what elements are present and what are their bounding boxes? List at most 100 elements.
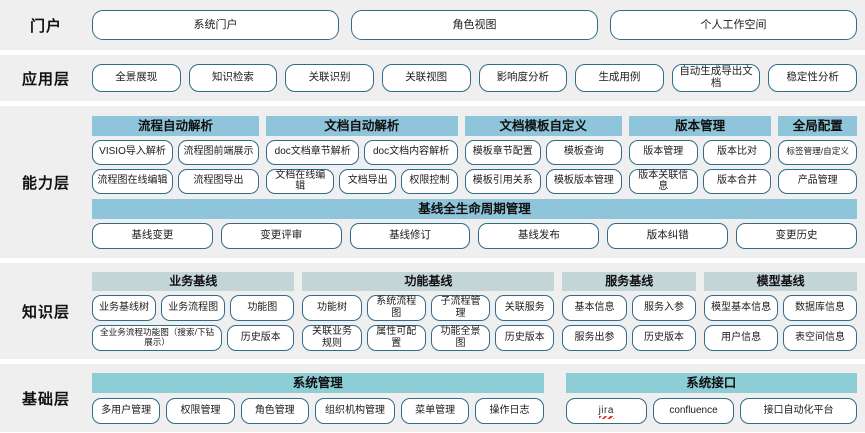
know-3-1-1[interactable]: 表空间信息	[783, 324, 858, 351]
base-0-0[interactable]: 多用户管理	[92, 397, 161, 424]
knowledge-group-title-2: 服务基线	[562, 271, 697, 291]
cap-3-0-1[interactable]: 版本比对	[702, 139, 772, 165]
app-item-5[interactable]: 生成用例	[575, 64, 664, 92]
app-item-3[interactable]: 关联视图	[381, 64, 471, 92]
knowledge-group-list: 业务基线 业务基线树 业务流程图 功能图 全业务流程功能图（搜索/下钻展示） 历…	[92, 271, 858, 351]
portal-item-list: 系统门户 角色视图 个人工作空间	[92, 10, 857, 40]
know-1-0-3[interactable]: 关联服务	[495, 294, 555, 321]
know-1-0-1[interactable]: 系统流程图	[366, 294, 426, 321]
layer-label-capability: 能力层	[21, 174, 70, 192]
know-0-0-2[interactable]: 功能图	[230, 294, 295, 321]
cap-3-0-0[interactable]: 版本管理	[628, 139, 698, 165]
app-item-1[interactable]: 知识检索	[188, 64, 278, 92]
baseline-item-0[interactable]: 基线变更	[92, 222, 213, 249]
cap-1-0-1[interactable]: doc文档内容解析	[364, 139, 458, 165]
baseline-lifecycle-title: 基线全生命周期管理	[92, 198, 857, 219]
layer-application: 应用层 全景展现 知识检索 关联识别 关联视图 影响度分析 生成用例 自动生成导…	[0, 55, 865, 101]
knowledge-group-function: 功能基线 功能树 系统流程图 子流程管理 关联服务 关联业务规则 属性可配置 功…	[302, 271, 555, 351]
capability-group-title-3: 版本管理	[628, 115, 772, 136]
app-item-0[interactable]: 全景展现	[92, 64, 181, 92]
cap-2-0-0[interactable]: 模板章节配置	[464, 139, 541, 165]
base-0-5[interactable]: 操作日志	[475, 397, 544, 424]
cap-0-1-1[interactable]: 流程图导出	[178, 168, 260, 194]
know-0-1-1[interactable]: 历史版本	[227, 324, 295, 351]
capability-group-doc-template: 文档模板自定义 模板章节配置 模板查询 模板引用关系 模板版本管理	[464, 115, 622, 194]
knowledge-group-model: 模型基线 模型基本信息 数据库信息 用户信息 表空间信息	[704, 271, 858, 351]
app-item-7[interactable]: 稳定性分析	[768, 64, 857, 92]
base-0-2[interactable]: 角色管理	[240, 397, 309, 424]
baseline-item-2[interactable]: 基线修订	[349, 222, 471, 249]
capability-group-version: 版本管理 版本管理 版本比对 版本关联信息 版本合并	[628, 115, 772, 194]
capability-group-title-2: 文档模板自定义	[464, 115, 622, 136]
base-0-1[interactable]: 权限管理	[166, 397, 235, 424]
layer-label-foundation: 基础层	[21, 390, 70, 408]
know-0-0-0[interactable]: 业务基线树	[92, 294, 157, 321]
know-2-1-0[interactable]: 服务出参	[562, 324, 627, 351]
cap-4-0-0[interactable]: 标签管理/自定义	[778, 139, 857, 165]
baseline-lifecycle-list: 基线变更 变更评审 基线修订 基线发布 版本纠错 变更历史	[92, 222, 857, 249]
baseline-item-1[interactable]: 变更评审	[220, 222, 342, 249]
base-0-3[interactable]: 组织机构管理	[314, 397, 395, 424]
portal-item-role-view[interactable]: 角色视图	[351, 10, 598, 40]
portal-item-workspace[interactable]: 个人工作空间	[610, 10, 857, 40]
cap-1-0-0[interactable]: doc文档章节解析	[266, 139, 360, 165]
application-item-list: 全景展现 知识检索 关联识别 关联视图 影响度分析 生成用例 自动生成导出文档 …	[92, 64, 857, 92]
capability-group-title-0: 流程自动解析	[92, 115, 260, 136]
cap-1-1-1[interactable]: 文档导出	[339, 168, 397, 194]
layer-foundation: 基础层 系统管理 多用户管理 权限管理 角色管理 组织机构管理 菜单管理 操作日…	[0, 364, 865, 432]
baseline-item-3[interactable]: 基线发布	[478, 222, 600, 249]
cap-2-0-1[interactable]: 模板查询	[545, 139, 622, 165]
jira-label: jira	[598, 404, 615, 420]
know-1-1-0[interactable]: 关联业务规则	[302, 324, 362, 351]
capability-group-list: 流程自动解析 VISIO导入解析 流程图前端展示 流程图在线编辑 流程图导出	[92, 115, 857, 194]
know-0-1-0[interactable]: 全业务流程功能图（搜索/下钻展示）	[92, 324, 223, 351]
knowledge-group-service: 服务基线 基本信息 服务入参 服务出参 历史版本	[562, 271, 697, 351]
portal-item-system[interactable]: 系统门户	[92, 10, 339, 40]
cap-3-1-1[interactable]: 版本合并	[702, 168, 772, 194]
cap-1-1-0[interactable]: 文档在线编辑	[266, 168, 335, 194]
cap-0-0-1[interactable]: 流程图前端展示	[178, 139, 260, 165]
know-3-1-0[interactable]: 用户信息	[704, 324, 779, 351]
layer-capability: 能力层 流程自动解析 VISIO导入解析 流程图前端展示 流程图在线编辑 流程图…	[0, 106, 865, 258]
cap-0-0-0[interactable]: VISIO导入解析	[92, 139, 174, 165]
know-0-0-1[interactable]: 业务流程图	[161, 294, 226, 321]
cap-2-1-0[interactable]: 模板引用关系	[464, 168, 541, 194]
foundation-group-title-1: 系统接口	[565, 372, 857, 393]
know-1-0-0[interactable]: 功能树	[302, 294, 362, 321]
layer-label-portal: 门户	[29, 17, 62, 35]
know-1-1-3[interactable]: 历史版本	[495, 324, 555, 351]
base-1-2[interactable]: 接口自动化平台	[740, 397, 857, 424]
base-1-0[interactable]: jira	[565, 397, 647, 424]
cap-4-1-0[interactable]: 产品管理	[778, 168, 857, 194]
baseline-item-5[interactable]: 变更历史	[736, 222, 857, 249]
cap-3-1-0[interactable]: 版本关联信息	[628, 168, 698, 194]
app-item-4[interactable]: 影响度分析	[478, 64, 568, 92]
app-item-6[interactable]: 自动生成导出文档	[671, 64, 761, 92]
capability-group-title-1: 文档自动解析	[266, 115, 458, 136]
layer-label-knowledge: 知识层	[21, 303, 70, 321]
know-3-0-0[interactable]: 模型基本信息	[704, 294, 779, 321]
base-1-1[interactable]: confluence	[652, 397, 735, 424]
layer-label-application: 应用层	[21, 70, 70, 88]
layer-knowledge: 知识层 业务基线 业务基线树 业务流程图 功能图 全业务流程功能图（搜索/下钻展…	[0, 263, 865, 359]
know-3-0-1[interactable]: 数据库信息	[783, 294, 858, 321]
knowledge-group-title-3: 模型基线	[704, 271, 857, 291]
know-1-0-2[interactable]: 子流程管理	[430, 294, 491, 321]
baseline-item-4[interactable]: 版本纠错	[607, 222, 729, 249]
know-2-0-1[interactable]: 服务入参	[631, 294, 697, 321]
know-2-1-1[interactable]: 历史版本	[631, 324, 697, 351]
app-item-2[interactable]: 关联识别	[285, 64, 374, 92]
knowledge-group-title-0: 业务基线	[92, 271, 295, 291]
cap-0-1-0[interactable]: 流程图在线编辑	[92, 168, 174, 194]
cap-2-1-1[interactable]: 模板版本管理	[545, 168, 622, 194]
know-1-1-2[interactable]: 功能全景图	[430, 324, 491, 351]
foundation-group-title-0: 系统管理	[92, 372, 544, 393]
foundation-group-system-management: 系统管理 多用户管理 权限管理 角色管理 组织机构管理 菜单管理 操作日志	[92, 372, 544, 424]
base-0-4[interactable]: 菜单管理	[400, 397, 470, 424]
know-1-1-1[interactable]: 属性可配置	[366, 324, 426, 351]
knowledge-group-title-1: 功能基线	[302, 271, 555, 291]
know-2-0-0[interactable]: 基本信息	[562, 294, 627, 321]
foundation-group-list: 系统管理 多用户管理 权限管理 角色管理 组织机构管理 菜单管理 操作日志 系统…	[92, 372, 857, 424]
cap-1-1-2[interactable]: 权限控制	[401, 168, 458, 194]
